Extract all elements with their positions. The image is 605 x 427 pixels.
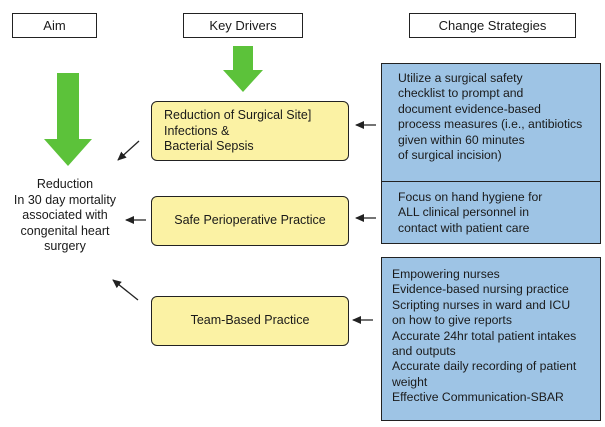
strategy-line: document evidence-based — [398, 101, 541, 116]
arrow-driver3-to-aim — [112, 279, 139, 301]
strategy-line: weight — [392, 374, 428, 389]
aim-line: congenital heart — [20, 223, 110, 238]
strategy-line: Accurate daily recording of patient — [392, 359, 577, 374]
strategy-line: Effective Communication-SBAR — [392, 390, 564, 405]
strategy-line: Utilize a surgical safety — [398, 71, 523, 85]
driver-line: Infections & — [164, 123, 230, 138]
aim-header: Aim — [12, 13, 97, 38]
aim-line: associated with — [22, 208, 108, 223]
strategy-line: of surgical incision) — [398, 148, 502, 163]
strategy-line: Scripting nurses in ward and ICU — [392, 297, 571, 312]
key-drivers-header: Key Drivers — [183, 13, 303, 38]
strategy-line: Focus on hand hygiene for — [398, 190, 543, 204]
strategy-surgical-safety-checklist: Utilize a surgical safety checklist to p… — [381, 63, 601, 197]
driver-line: Bacterial Sepsis — [164, 139, 254, 153]
strategy-line: and outputs — [392, 344, 456, 359]
aim-line: Reduction — [36, 177, 94, 191]
driver-team-based-practice: Team-Based Practice — [151, 296, 349, 346]
strategy-line: checklist to prompt and — [398, 86, 524, 101]
driver-surgical-site-infections: Reduction of Surgical Site] Infections &… — [151, 101, 349, 161]
strategy-line: Accurate 24hr total patient intakes — [392, 328, 577, 343]
aim-line: surgery — [44, 239, 86, 254]
strategy-line: contact with patient care — [398, 220, 530, 235]
strategy-hand-hygiene: Focus on hand hygiene for ALL clinical p… — [381, 181, 601, 244]
strategy-line: process measures (i.e., antibiotics — [398, 117, 583, 132]
strategy-line: ALL clinical personnel in — [398, 205, 529, 220]
strategy-line: on how to give reports — [392, 313, 512, 328]
driver-line: Safe Perioperative Practice — [174, 213, 326, 228]
arrow-driver1-to-aim — [117, 140, 140, 161]
strategy-line: Evidence-based nursing practice — [392, 282, 569, 297]
change-strategies-header: Change Strategies — [409, 13, 576, 38]
strategy-line: given within 60 minutes — [398, 132, 525, 147]
big-green-arrow-aim — [44, 73, 92, 166]
strategy-line: Empowering nurses — [392, 267, 500, 281]
driver-safe-perioperative-practice: Safe Perioperative Practice — [151, 196, 349, 246]
big-green-arrow-drivers — [223, 46, 263, 92]
aim-line: In 30 day mortality — [13, 192, 117, 207]
driver-line: Reduction of Surgical Site] — [164, 108, 312, 122]
strategy-team-practices: Empowering nurses Evidence-based nursing… — [381, 257, 601, 421]
driver-line: Team-Based Practice — [190, 313, 310, 328]
aim-statement: Reduction In 30 day mortality associated… — [0, 177, 130, 255]
